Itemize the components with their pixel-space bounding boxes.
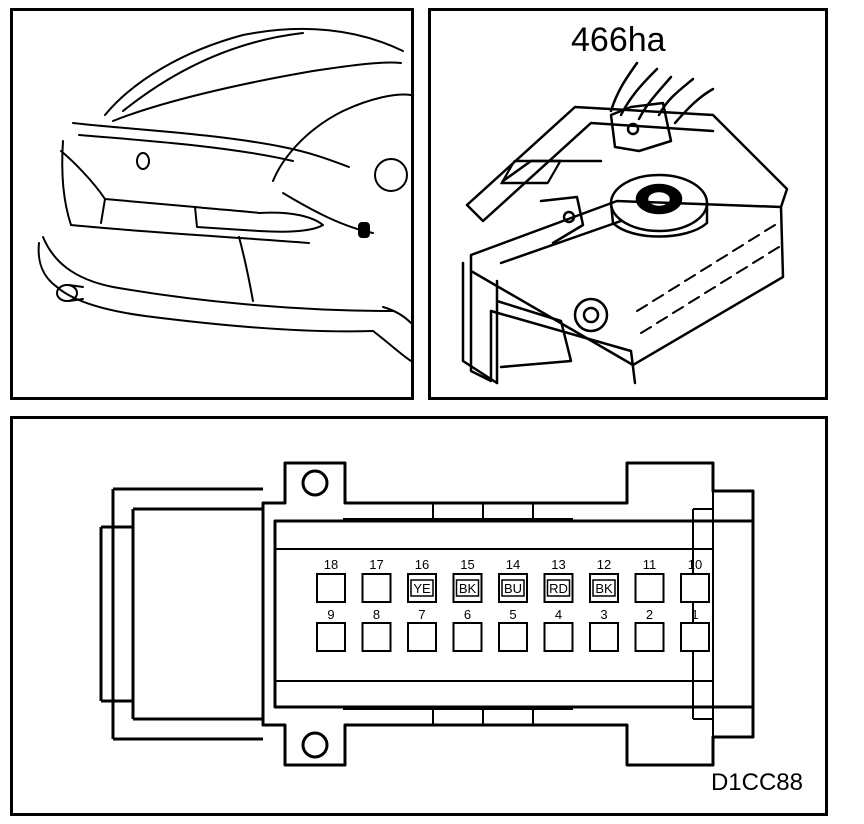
pin-number-14: 14 [506,557,520,572]
pin-number-17: 17 [369,557,383,572]
pin-number-5: 5 [509,607,516,622]
pin-wire-box-15 [455,579,480,597]
pin-number-4: 4 [555,607,562,622]
pin-number-11: 11 [643,557,657,572]
pin-number-12: 12 [597,557,611,572]
pin-cavity-4 [543,622,574,652]
pin-wire-color-13: RD [549,581,568,596]
pin-number-3: 3 [600,607,607,622]
pin-number-9: 9 [327,607,334,622]
pin-number-8: 8 [373,607,380,622]
pin-cavity-10 [680,573,710,603]
pin-cavity-18 [316,573,346,603]
pin-number-2: 2 [646,607,653,622]
pin-cavity-9 [316,622,346,652]
pin-number-6: 6 [464,607,471,622]
pin-cavity-17 [361,573,392,603]
pin-cavity-5 [498,622,528,652]
pin-number-13: 13 [551,557,565,572]
pin-number-10: 10 [688,557,702,572]
pin-cavity-6 [452,622,483,652]
pin-wire-color-16: YE [413,581,431,596]
pin-number-18: 18 [324,557,338,572]
pin-row-bottom: 9 8 7 6 5 4 3 2 1 [316,607,710,652]
car-rear-view-panel [10,8,414,400]
pin-number-7: 7 [418,607,425,622]
pin-wire-box-12 [592,579,616,597]
pin-wire-color-14: BU [504,581,522,596]
figure-code: D1CC88 [710,769,803,796]
car-rear-illustration [37,27,411,362]
pin-wire-color-12: BK [595,581,613,596]
pin-cavity-8 [361,622,392,652]
pin-wire-box-16 [410,579,434,597]
pin-cavity-7 [407,622,437,652]
connector-illustration [461,61,789,385]
pin-cavity-1 [680,622,710,652]
pin-number-15: 15 [460,557,474,572]
connector-label: 466ha [571,21,666,59]
pin-cavity-11 [634,573,665,603]
pin-cavity-3 [589,622,619,652]
pin-number-16: 16 [415,557,429,572]
pin-wire-color-15: BK [459,581,477,596]
pin-cavity-2 [634,622,665,652]
pin-wire-box-13 [546,579,571,597]
pin-wire-box-14 [501,579,525,597]
connector-view-panel: 466ha [428,8,828,400]
pin-number-1: 1 [691,607,698,622]
